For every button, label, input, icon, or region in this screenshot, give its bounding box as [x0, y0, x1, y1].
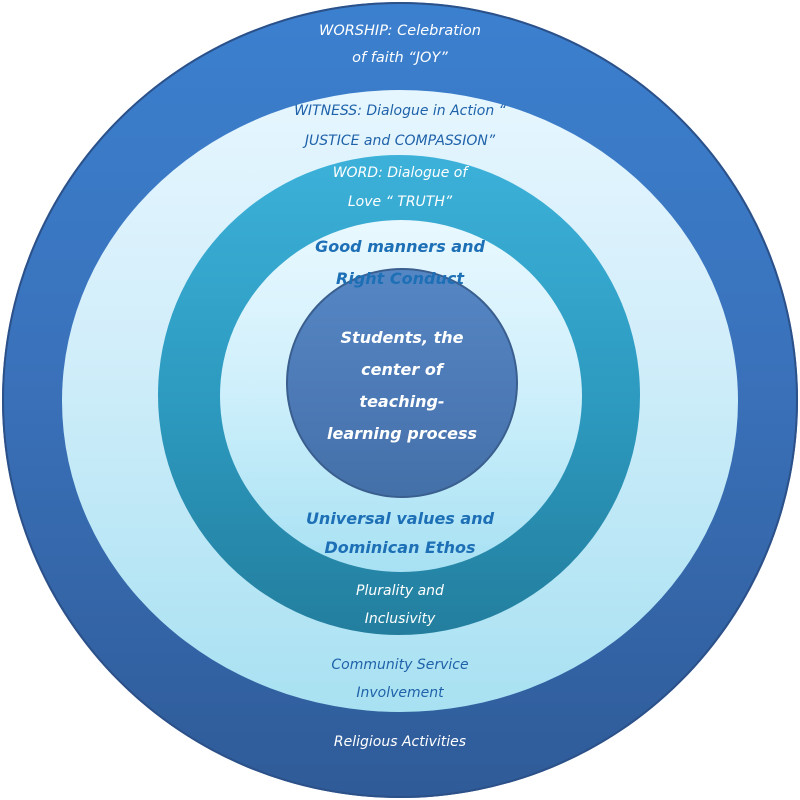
worship-label: WORSHIP: Celebration of faith “JOY” [318, 23, 481, 66]
word-label: WORD: Dialogue of Love “ TRUTH” [332, 165, 468, 210]
universal-values-label: Universal values and Dominican Ethos [305, 509, 495, 557]
center-circle-students [286, 268, 518, 498]
plurality-label: Plurality and Inclusivity [356, 583, 444, 627]
students-center-label: Students, the center of teaching- learni… [326, 328, 478, 443]
witness-label: WITNESS: Dialogue in Action “ JUSTICE an… [294, 103, 506, 149]
religious-activities-label: Religious Activities [333, 734, 467, 750]
good-manners-label: Good manners and Right Conduct [315, 237, 485, 288]
community-service-label: Community Service Involvement [331, 657, 469, 701]
